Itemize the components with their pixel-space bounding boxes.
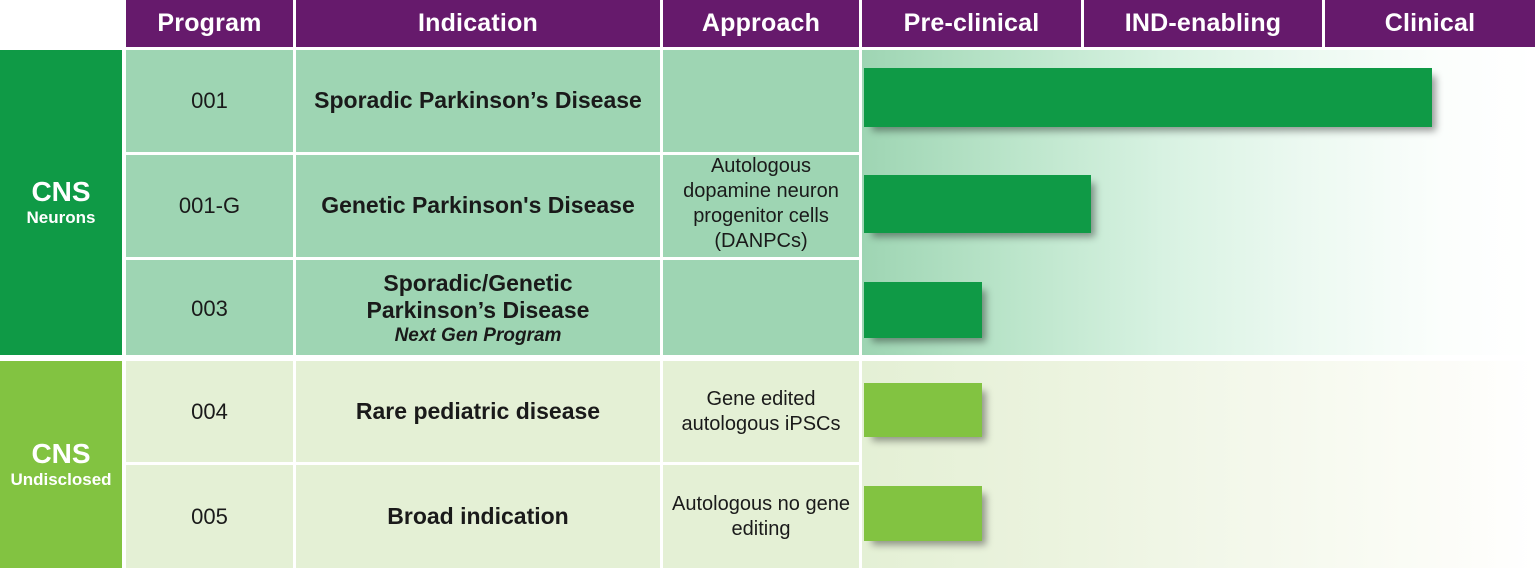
table-row-005-indication: Broad indication <box>296 465 660 568</box>
column-header-indication: Indication <box>296 0 660 47</box>
column-header-clinical-label: Clinical <box>1384 9 1476 37</box>
approach-label: Autologous dopamine neuron progenitor ce… <box>683 155 839 252</box>
table-row-004-program: 004 <box>126 361 293 462</box>
table-row-003-indication: Sporadic/Genetic Parkinson’s Disease Nex… <box>296 260 660 358</box>
grid-hline-header-bottom <box>0 47 1535 50</box>
program-id: 003 <box>191 296 228 321</box>
progress-bar-001 <box>864 68 1432 127</box>
column-header-approach: Approach <box>663 0 859 47</box>
category-cns-neurons-sub: Neurons <box>26 208 96 228</box>
grid-hline-row1-bottom <box>126 152 860 155</box>
progress-bar-003 <box>864 282 982 338</box>
column-header-approach-label: Approach <box>701 9 821 37</box>
grid-vline-program-right <box>293 47 296 568</box>
approach-cell-gene-edited-ipsc: Gene edited autologous iPSCs <box>663 361 859 462</box>
table-row-001g-program: 001-G <box>126 155 293 257</box>
category-cns-neurons-main: CNS <box>31 176 91 208</box>
column-header-preclinical: Pre-clinical <box>862 0 1081 47</box>
indication-label: Sporadic/Genetic Parkinson’s Disease <box>366 270 590 324</box>
category-cns-undisclosed-main: CNS <box>31 438 91 470</box>
indication-label: Sporadic Parkinson’s Disease <box>314 87 642 114</box>
column-header-clinical: Clinical <box>1325 0 1535 47</box>
column-header-indication-label: Indication <box>417 9 539 37</box>
grid-vline-indication-right <box>660 47 663 568</box>
header-separator-4 <box>1081 0 1084 47</box>
approach-label: Autologous no gene editing <box>672 492 850 540</box>
grid-hline-section-break <box>0 355 1535 361</box>
grid-hline-row2-bottom <box>126 257 860 260</box>
grid-vline-approach-right <box>859 47 862 568</box>
progress-bar-001g <box>864 175 1091 233</box>
indication-note: Next Gen Program <box>394 325 562 347</box>
table-row-001g-indication: Genetic Parkinson's Disease <box>296 155 660 257</box>
indication-label: Genetic Parkinson's Disease <box>321 192 635 219</box>
approach-cell-autologous-no-gene-editing: Autologous no gene editing <box>663 465 859 568</box>
header-separator-3 <box>859 0 862 47</box>
table-row-004-indication: Rare pediatric disease <box>296 361 660 462</box>
approach-label: Gene edited autologous iPSCs <box>681 387 841 435</box>
column-header-ind-enabling: IND-enabling <box>1084 0 1322 47</box>
column-header-preclinical-label: Pre-clinical <box>903 9 1040 37</box>
table-row-003-program: 003 <box>126 260 293 358</box>
column-header-program: Program <box>126 0 293 47</box>
progress-bar-005 <box>864 486 982 541</box>
program-id: 004 <box>191 398 228 424</box>
program-id: 001-G <box>178 193 241 218</box>
progress-bar-004 <box>864 383 982 437</box>
header-separator-5 <box>1322 0 1325 47</box>
table-row-001-indication: Sporadic Parkinson’s Disease <box>296 50 660 152</box>
column-header-ind-enabling-label: IND-enabling <box>1124 9 1282 37</box>
header-separator-2 <box>660 0 663 47</box>
approach-cell-danpc: Autologous dopamine neuron progenitor ce… <box>663 50 859 358</box>
category-cns-undisclosed: CNS Undisclosed <box>0 361 122 568</box>
grid-vline-program-left <box>122 47 126 568</box>
column-header-program-label: Program <box>157 9 262 37</box>
category-cns-neurons: CNS Neurons <box>0 50 122 355</box>
header-separator-1 <box>293 0 296 47</box>
category-cns-undisclosed-sub: Undisclosed <box>10 470 112 490</box>
indication-label: Broad indication <box>387 502 569 529</box>
grid-hline-row4-bottom <box>126 462 860 465</box>
program-id: 001 <box>191 88 228 113</box>
program-id: 005 <box>191 503 228 529</box>
table-row-005-program: 005 <box>126 465 293 568</box>
table-row-001-program: 001 <box>126 50 293 152</box>
indication-label: Rare pediatric disease <box>355 397 601 424</box>
